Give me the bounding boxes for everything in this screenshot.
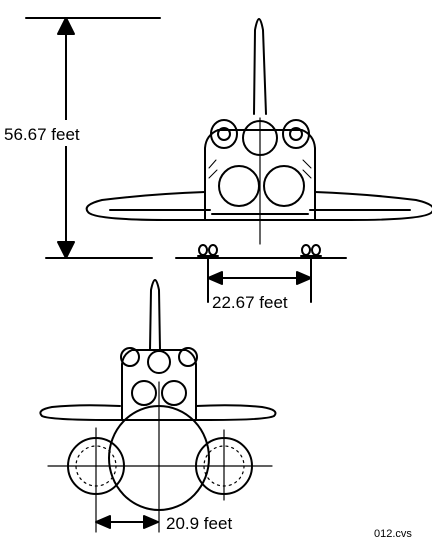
stack-oms-right (178, 347, 198, 367)
stack-wings (39, 404, 277, 421)
main-engine-left (218, 165, 260, 207)
gear-track-label: 22.67 feet (212, 293, 288, 312)
orbiter-fuselage (204, 129, 316, 221)
height-arrow-top (57, 17, 75, 35)
oms-pod-right (282, 119, 310, 149)
height-arrow-bottom (57, 241, 75, 259)
gear-track-dimension (207, 255, 312, 303)
oms-nozzle-left (217, 127, 231, 141)
figure-reference: 012.cvs (374, 528, 412, 540)
orbiter-tail-fin (253, 18, 267, 115)
orbiter-front-view (85, 18, 432, 257)
oms-pod-left (210, 119, 238, 149)
oms-nozzle-right (289, 127, 303, 141)
orbiter-wings (85, 191, 432, 221)
stack-spacing-dimension (95, 515, 159, 529)
landing-gear-left (197, 244, 219, 257)
gear-arrow-left (207, 271, 223, 285)
stack-tail-fin (149, 279, 161, 351)
launch-stack-view (39, 279, 277, 533)
stack-engine-top (147, 350, 171, 374)
stack-engine-left (131, 380, 157, 406)
spacing-arrow-left (95, 515, 111, 529)
stack-engine-right (161, 380, 187, 406)
gear-arrow-right (296, 271, 312, 285)
landing-gear-right (300, 244, 322, 257)
stack-spacing-label: 20.9 feet (166, 514, 232, 533)
main-engine-right (263, 165, 305, 207)
spacing-arrow-right (143, 515, 159, 529)
height-label: 56.67 feet (4, 125, 80, 144)
orbiter-side-hatching (208, 159, 312, 179)
height-dimension (0, 17, 161, 259)
stack-oms-left (120, 347, 140, 367)
